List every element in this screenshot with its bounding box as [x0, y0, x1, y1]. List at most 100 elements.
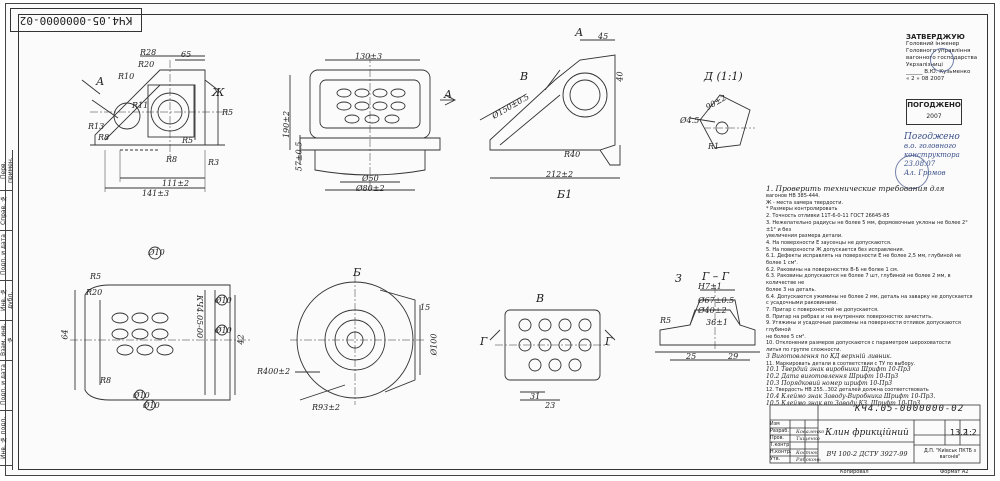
label-three: 3 — [675, 272, 682, 285]
approval-line: « 2 » 08 2007 — [906, 76, 945, 82]
dim: Ø10 — [215, 326, 232, 335]
format-label: Формат А2 — [940, 469, 969, 475]
note-line: 6.1. Дефекты исправлять на поверхности Е… — [766, 253, 961, 260]
dim: 212±2 — [546, 170, 574, 179]
dim: R5 — [660, 316, 672, 325]
dim: R8 — [166, 155, 178, 164]
note-line: литья по группе сложности. — [766, 347, 842, 354]
note-line: 4. На поверхности Е заусенцы не допускаю… — [766, 239, 892, 246]
dim: R8 — [100, 376, 112, 385]
dim: R13 — [88, 122, 105, 131]
tb-row-label: Н.контр. — [770, 450, 792, 455]
label-zh: Ж — [212, 86, 225, 99]
stamp-title: ПОГОДЖЕНО — [907, 101, 961, 109]
dim: 45 — [598, 32, 609, 41]
note-line: увеличения размера детали. — [766, 233, 843, 240]
tb-row-label: Утв. — [770, 457, 781, 462]
dim: R5 — [222, 108, 234, 117]
dim: Ø50 — [362, 174, 379, 183]
main-view-front — [81, 55, 230, 192]
tb-signature: Тищенко — [796, 436, 820, 442]
approval-line: ______ В.Ю. Кузьменко — [906, 69, 971, 75]
detail-view-d — [689, 94, 755, 149]
note-line: 8. Пригар на ребрах и на внутренних пове… — [766, 313, 933, 320]
approval-line: Головний інженер — [906, 41, 960, 47]
note-line: 3. Нежелательно радиусы не более 5 мм, ф… — [766, 219, 968, 233]
note-line: 6.2. Раковины на поверхностях В-Б не бол… — [766, 266, 899, 273]
dim: R28 — [140, 48, 157, 57]
dim: Ø10 — [143, 401, 160, 410]
tb-row-label: Пров. — [770, 436, 784, 441]
dim: H7±1 — [698, 282, 722, 291]
dim: R5 — [90, 272, 102, 281]
dim: R3 — [208, 158, 220, 167]
dim: R40 — [564, 150, 581, 159]
label-a-side: А — [575, 26, 584, 39]
note-line: 9. Утяжины и усадочные раковины на повер… — [766, 320, 961, 334]
dim: R93±2 — [312, 403, 340, 412]
label-g-left: Г — [480, 335, 488, 348]
tb-signature: Коваленко — [796, 429, 825, 435]
dim: Ø10 — [148, 248, 165, 257]
dim: Ø4.5 — [680, 116, 700, 125]
dim: 29 — [728, 352, 739, 361]
label-a-top: А — [444, 88, 453, 101]
dim: Ø10 — [215, 296, 232, 305]
dim: 57±0.5 — [294, 141, 304, 172]
stamp-year: 2007 — [926, 113, 942, 120]
dim: 25 — [686, 352, 697, 361]
handwritten-note: 3 Виготовлення по КД верхній ливник. — [766, 352, 892, 360]
section-view-b — [290, 275, 425, 405]
note-line: 1. Проверить технические требования для — [766, 184, 945, 193]
company-name: Д.П. "Київськ ПКТБ з вагонів" — [923, 449, 976, 460]
label-v-bottom: В — [536, 292, 545, 305]
dim: 64 — [60, 329, 70, 340]
dim: 40 — [615, 71, 625, 82]
dim: 130±3 — [355, 52, 383, 61]
title-block-grid — [769, 404, 981, 464]
dim: R8 — [98, 133, 110, 142]
agreed-stamp: ПОГОДЖЕНО 2007 — [906, 99, 962, 125]
label-b-section: Б — [353, 266, 362, 279]
agreed-line: в.о. головного конструктора — [904, 142, 960, 159]
note-line: 6.3. Раковины допускаются не более 7 шт,… — [766, 273, 951, 287]
label-v: В — [520, 70, 529, 83]
tb-row-label: Т.контр. — [770, 443, 791, 448]
dim: R20 — [86, 288, 103, 297]
dim: 15 — [420, 303, 431, 312]
drawing-frame — [18, 14, 988, 470]
dim: R5 — [182, 136, 194, 145]
bottom-view — [70, 246, 250, 411]
label-g-right: Г — [605, 335, 613, 348]
tb-row-label: Изм — [770, 422, 780, 427]
approval-heading: ЗАТВЕРДЖУЮ — [906, 33, 965, 41]
note-line: 12. Твердость НВ 255...302 деталей должн… — [766, 387, 929, 394]
handwritten-note: 10.3 Порядковий номер шрифт 10-Пр3 — [766, 379, 893, 387]
part-material: ВЧ 100-2 ДСТУ 3927-99 — [826, 450, 908, 458]
view-side-a — [479, 39, 621, 179]
handwritten-note: 10.1 Твердий знак виробника Шрифт 10-Пр3 — [766, 366, 911, 374]
note-line: 10. Отклонения размеров допускаются с па… — [766, 340, 951, 347]
dim: R20 — [138, 60, 155, 69]
note-line: более 3 на деталь. — [766, 286, 817, 293]
label-d: Д (1:1) — [704, 70, 743, 83]
view-v — [489, 309, 616, 401]
dim: R11 — [132, 101, 149, 110]
note-line: не более 5 см². — [766, 333, 806, 340]
dim: 23 — [545, 401, 556, 410]
handwritten-note: 10.2 Дата виготовлення Шрифт 10-Пр3 — [766, 372, 899, 380]
agreed-title: Погоджено — [904, 132, 960, 142]
note-line: 7. Пригар с поверхностей не допускается. — [766, 306, 879, 313]
note-line: с усадочными раковинами. — [766, 300, 838, 307]
label-gg: Г – Г — [702, 270, 730, 283]
dim: R10 — [118, 72, 135, 81]
main-view-top — [289, 55, 457, 191]
seal-icon — [930, 48, 954, 72]
note-line: Ж - места замера твердости. — [766, 199, 844, 206]
cast-marking: КЧ4.05-00 — [195, 294, 205, 339]
label-b1-bottom: Б1 — [557, 188, 573, 201]
dim: Ø10 — [133, 391, 150, 400]
tb-signature: Костюк — [796, 450, 818, 456]
approval-line: Укрзалізниці — [906, 62, 943, 68]
part-mass: 13.2 — [950, 428, 968, 437]
